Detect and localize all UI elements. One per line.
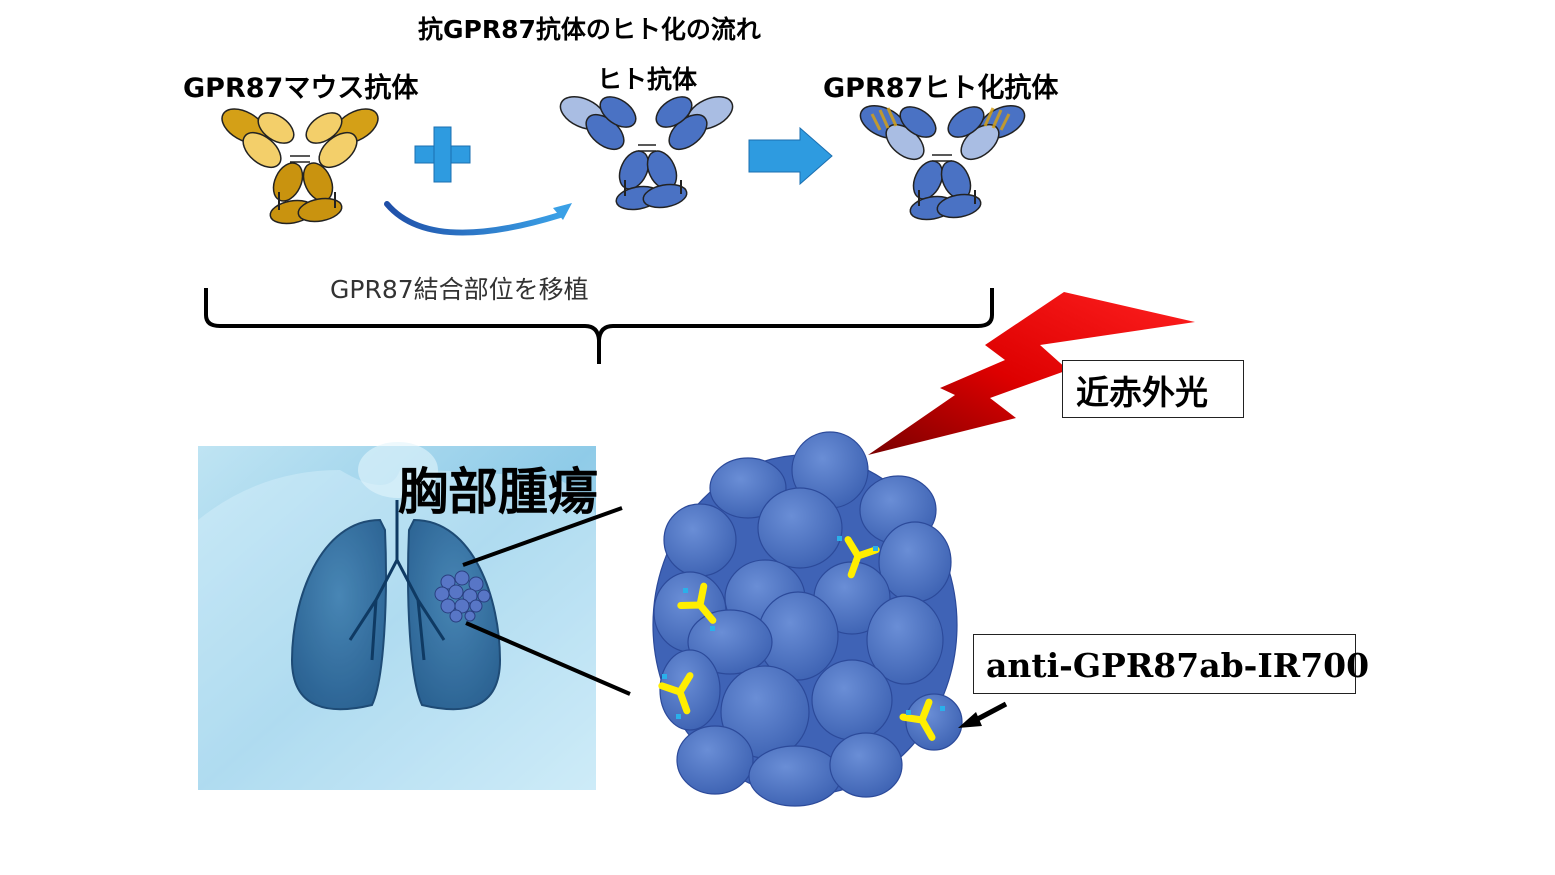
chest-tumor-label: 胸部腫瘍: [398, 463, 598, 521]
conjugate-pointer-arrow: [958, 701, 1008, 728]
conjugate-antibody-icon: [658, 672, 694, 715]
humanized-antibody-icon: [859, 105, 1026, 221]
tumor-zoom-pointer: [465, 621, 631, 696]
right-arrow-icon: [748, 126, 833, 186]
conjugate-antibody-icon: [899, 698, 936, 741]
conjugate-antibody-icon: [677, 582, 717, 624]
conjugate-label-box: [973, 634, 1356, 694]
ir700-dye-marks: [662, 536, 945, 719]
plus-icon: [414, 126, 471, 183]
mouse-antibody-label: GPR87マウス抗体: [183, 73, 419, 104]
mouse-antibody-icon: [221, 108, 379, 225]
small-tumor-cluster: [434, 570, 491, 623]
grafted-cdr-stripes: [870, 107, 1011, 131]
nir-label-box: [1062, 360, 1244, 418]
graft-label: GPR87結合部位を移植: [330, 275, 589, 304]
chest-illustration: [198, 442, 596, 790]
tumor-label-pointer: [462, 506, 623, 567]
humanized-antibody-label: GPR87ヒト化抗体: [823, 73, 1059, 104]
human-antibody-icon: [559, 96, 734, 211]
tumor-mass-illustration: [652, 431, 963, 807]
near-infrared-light-icon: [868, 292, 1195, 455]
grouping-brace: [204, 288, 994, 364]
human-antibody-label: ヒト抗体: [597, 65, 698, 94]
curved-arrow-icon: [384, 201, 572, 236]
conjugate-label: anti-GPR87ab-IR700: [986, 646, 1370, 685]
diagram-title: 抗GPR87抗体のヒト化の流れ: [418, 15, 761, 44]
nir-label: 近赤外光: [1076, 373, 1208, 412]
antibody-conjugates: [658, 536, 936, 741]
